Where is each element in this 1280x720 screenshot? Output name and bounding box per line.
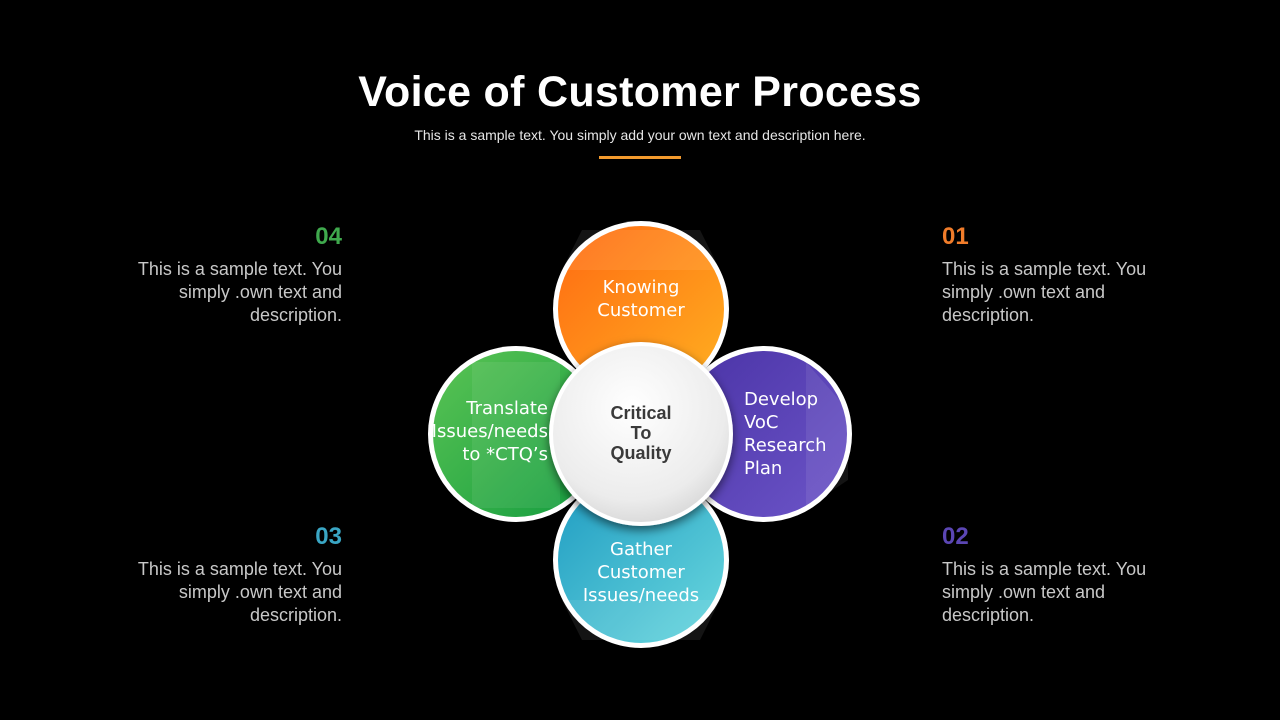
- petal-label-line: Knowing: [602, 277, 680, 298]
- step-number: 01: [942, 223, 969, 250]
- petal-label-line: Customer: [597, 562, 685, 583]
- center-label-line: Quality: [610, 443, 672, 463]
- petal-label-line: VoC: [744, 412, 779, 433]
- step-number: 04: [315, 223, 342, 250]
- page-subtitle: This is a sample text. You simply add yo…: [414, 127, 866, 143]
- step-description-line: This is a sample text. You: [942, 559, 1147, 579]
- step-description: This is a sample text. You simply .own t…: [942, 258, 1174, 327]
- petal-label-line: to *CTQ’s: [462, 444, 548, 465]
- step-description-line: This is a sample text. You: [942, 259, 1147, 279]
- petal-bottom: [553, 472, 729, 648]
- step-description: This is a sample text. You simply .own t…: [110, 558, 342, 627]
- petal-label-line: Issues/needs: [582, 585, 700, 606]
- petal-label-line: Gather: [610, 539, 672, 560]
- step-description: This is a sample text. You simply .own t…: [110, 258, 342, 327]
- page-title: Voice of Customer Process: [358, 68, 922, 116]
- center-label: Critical To Quality: [581, 403, 701, 463]
- step-description-line: description.: [942, 605, 1035, 625]
- petal-label-line: Customer: [597, 300, 685, 321]
- step-description: This is a sample text. You simply .own t…: [942, 558, 1174, 627]
- petal-label-line: Research: [744, 435, 827, 456]
- petal-label-line: Develop: [744, 389, 819, 410]
- petal-bottom-label: Gather Customer Issues/needs: [574, 538, 708, 607]
- step-description-line: simply .own text and: [942, 582, 1106, 602]
- petal-top: [553, 221, 729, 397]
- petal-right-label: Develop VoC Research Plan: [744, 388, 848, 480]
- petal-left: [428, 346, 604, 522]
- step-description-line: description.: [249, 305, 342, 325]
- center-label-line: Critical: [610, 403, 672, 423]
- step-description-line: This is a sample text. You: [137, 559, 342, 579]
- step-number: 03: [315, 523, 342, 550]
- center-circle: [549, 342, 733, 526]
- step-description-line: simply .own text and: [178, 582, 342, 602]
- step-description-line: description.: [942, 305, 1035, 325]
- title-underline: [599, 156, 681, 159]
- petal-label-line: Issues/needs: [431, 421, 548, 442]
- petal-label-line: Translate: [466, 398, 548, 419]
- step-01: 01 This is a sample text. You simply .ow…: [942, 222, 1174, 327]
- petal-top-label: Knowing Customer: [584, 276, 698, 322]
- step-03: 03 This is a sample text. You simply .ow…: [110, 522, 342, 627]
- petal-left-label: Translate Issues/needs to *CTQ’s: [430, 397, 548, 466]
- step-02: 02 This is a sample text. You simply .ow…: [942, 522, 1174, 627]
- step-number: 02: [942, 523, 969, 550]
- step-04: 04 This is a sample text. You simply .ow…: [110, 222, 342, 327]
- petal-label-line: Plan: [744, 458, 783, 479]
- center-label-line: To: [630, 423, 652, 443]
- step-description-line: simply .own text and: [178, 282, 342, 302]
- step-description-line: simply .own text and: [942, 282, 1106, 302]
- step-description-line: description.: [249, 605, 342, 625]
- step-description-line: This is a sample text. You: [137, 259, 342, 279]
